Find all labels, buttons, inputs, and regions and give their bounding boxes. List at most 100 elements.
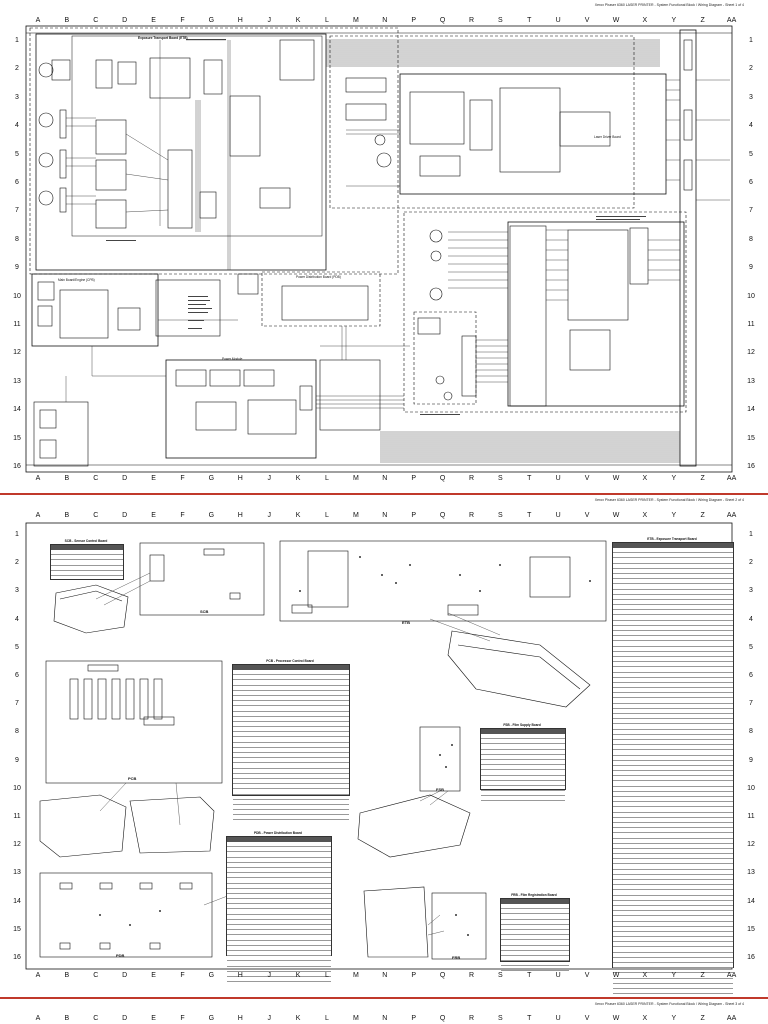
grid-column-label: M <box>352 17 359 24</box>
etb-table <box>612 542 734 995</box>
grid-row-label: 12 <box>747 841 755 849</box>
grid-row-label: 13 <box>747 869 755 877</box>
table-row <box>613 963 733 969</box>
table-row <box>481 750 565 755</box>
table-row <box>613 984 733 989</box>
grid-column-label: AA <box>726 512 737 519</box>
grid-column-label: L <box>325 512 329 519</box>
grid-column-label: T <box>527 512 532 519</box>
grid-column-label: Z <box>700 17 705 24</box>
table-row <box>233 810 349 816</box>
table-row <box>501 951 569 956</box>
grid-column-label: J <box>267 475 271 482</box>
grid-column-label: E <box>151 1015 156 1022</box>
table-row <box>227 842 331 848</box>
table-row <box>613 937 733 943</box>
grid-row-label: 3 <box>749 93 753 101</box>
pdb-table-rows <box>227 842 331 983</box>
grid-row-label: 1 <box>749 37 753 44</box>
grid-column-label: N <box>382 1015 388 1022</box>
grid-column-label: K <box>295 972 301 979</box>
grid-row-label: 11 <box>13 321 21 328</box>
grid-column-label: W <box>612 17 620 24</box>
grid-column-label: H <box>237 972 243 979</box>
grid-column-label: M <box>352 475 359 482</box>
grid-row-label: 12 <box>13 349 21 357</box>
pcb-table-rows <box>233 670 349 821</box>
grid-column-label: F <box>180 1015 185 1022</box>
table-row <box>613 818 733 823</box>
table-row <box>233 815 349 821</box>
grid-row-label: 6 <box>15 672 19 679</box>
grid-row-label: 12 <box>13 841 21 849</box>
grid-row-label: 7 <box>15 207 19 215</box>
grid-column-label: C <box>93 512 99 519</box>
table-row <box>613 766 733 772</box>
grid-column-label: K <box>295 1015 301 1022</box>
grid-column-label: U <box>555 972 561 979</box>
grid-column-label: Y <box>671 972 677 979</box>
table-row <box>613 833 733 839</box>
scb-table <box>50 544 124 580</box>
table-row <box>227 935 331 941</box>
table-row <box>481 781 565 786</box>
table-row <box>613 750 733 756</box>
table-row <box>613 781 733 787</box>
grid-row-label: 6 <box>749 672 753 679</box>
grid-column-label: D <box>122 475 128 482</box>
table-row <box>613 839 733 844</box>
grid-row-label: 11 <box>747 813 755 820</box>
grid-column-label: N <box>382 972 388 979</box>
grid-column-label: Y <box>671 475 677 482</box>
table-row <box>613 667 733 673</box>
table-row <box>613 756 733 761</box>
grid-column-label: P <box>411 1015 417 1022</box>
table-row <box>613 859 733 865</box>
grid-row-label: 7 <box>15 700 19 708</box>
fsb-table-rows <box>481 734 565 802</box>
table-row <box>227 977 331 983</box>
grid-column-label: U <box>555 475 561 482</box>
grid-column-label: A <box>35 972 41 979</box>
grid-row-label: 4 <box>15 615 19 623</box>
table-row <box>613 828 733 834</box>
table-row <box>501 935 569 941</box>
grid-column-label: K <box>295 17 301 24</box>
grid-column-label: N <box>382 512 388 519</box>
grid-column-label: L <box>325 17 329 24</box>
table-row <box>501 946 569 951</box>
table-row <box>227 852 331 858</box>
grid-row-label: 1 <box>749 531 753 538</box>
pdb-table <box>226 836 332 983</box>
sheet-3: Xerox Phaser 6360 LASER PRINTER - System… <box>0 999 768 1024</box>
frb-table-title: FRB - Film Registration Board <box>511 893 557 897</box>
table-row <box>233 696 349 702</box>
grid-row-label: 1 <box>15 531 19 538</box>
table-row <box>233 701 349 707</box>
table-row <box>613 636 733 642</box>
grid-column-label: X <box>642 17 648 24</box>
frb-board-label: FRB <box>452 955 461 960</box>
table-row <box>233 727 349 733</box>
grid-column-label: Y <box>671 17 677 24</box>
table-row <box>613 870 733 875</box>
grid-column-label: R <box>468 972 475 979</box>
table-row <box>481 755 565 760</box>
grid-row-label: 7 <box>749 207 753 215</box>
table-row <box>227 878 331 884</box>
grid-row-label: 4 <box>749 615 753 623</box>
table-row <box>481 765 565 771</box>
table-row <box>613 647 733 652</box>
grid-row-label: 14 <box>13 406 21 414</box>
table-row <box>501 961 569 967</box>
table-row <box>613 600 733 606</box>
table-row <box>233 789 349 795</box>
grid-row-label: 16 <box>747 954 755 961</box>
table-row <box>613 989 733 995</box>
table-row <box>613 698 733 704</box>
table-row <box>613 657 733 663</box>
grid-column-label: B <box>64 475 70 482</box>
table-row <box>613 890 733 896</box>
grid-row-label: 2 <box>749 65 753 73</box>
sheet-divider-2 <box>0 997 768 999</box>
